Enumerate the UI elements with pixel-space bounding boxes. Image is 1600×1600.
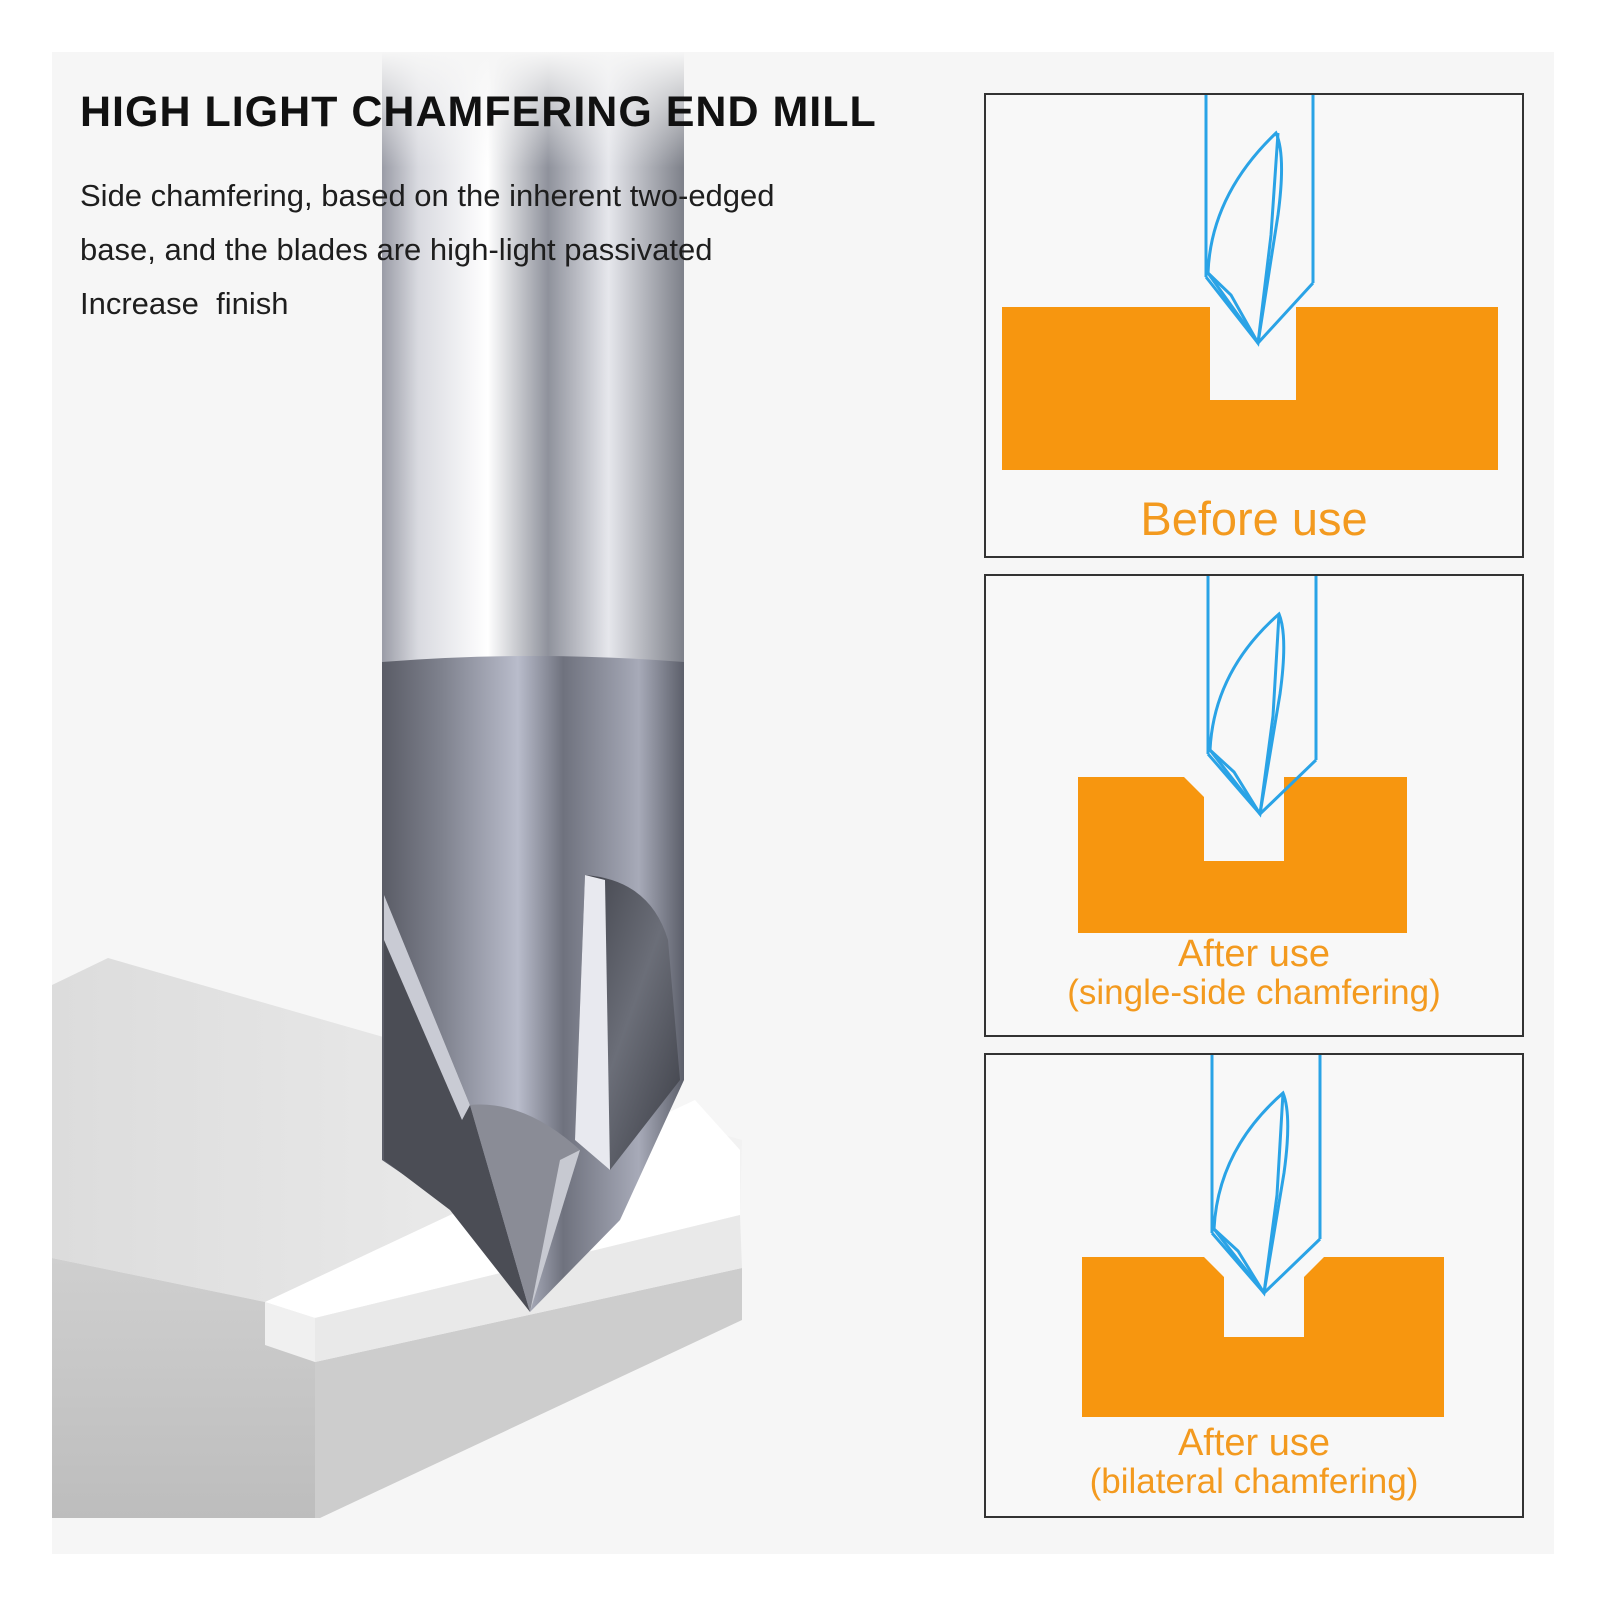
panel-after-bilateral: After use (bilateral chamfering) xyxy=(984,1053,1524,1518)
description-line-1: Side chamfering, based on the inherent t… xyxy=(80,178,775,213)
panel-before-use: Before use xyxy=(984,93,1524,558)
workpiece-profile xyxy=(1082,1257,1444,1417)
caption-before-use: Before use xyxy=(1140,492,1368,545)
caption-after-use: After use xyxy=(1177,1422,1331,1464)
caption-after-use: After use xyxy=(1177,933,1331,975)
page-title: HIGH LIGHT CHAMFERING END MILL xyxy=(80,88,877,136)
workpiece-profile xyxy=(1078,777,1407,933)
chamfer-tool-outline-icon xyxy=(1206,576,1318,818)
before-use-diagram xyxy=(1002,95,1498,470)
panel-after-single: After use (single-side chamfering) xyxy=(984,574,1524,1037)
caption-single-side: (single-side chamfering) xyxy=(1067,973,1441,1012)
description-line-3: Increase finish xyxy=(80,286,289,321)
description-line-2: base, and the blades are high-light pass… xyxy=(80,232,713,267)
end-mill-tool-icon xyxy=(382,52,684,1312)
chamfer-tool-outline-icon xyxy=(1210,1055,1322,1297)
bilateral-diagram xyxy=(1082,1055,1444,1417)
caption-bilateral: (bilateral chamfering) xyxy=(1089,1462,1419,1501)
workpiece-profile xyxy=(1002,307,1498,470)
chamfer-tool-outline-icon xyxy=(1204,95,1315,347)
single-side-diagram xyxy=(1078,576,1407,933)
